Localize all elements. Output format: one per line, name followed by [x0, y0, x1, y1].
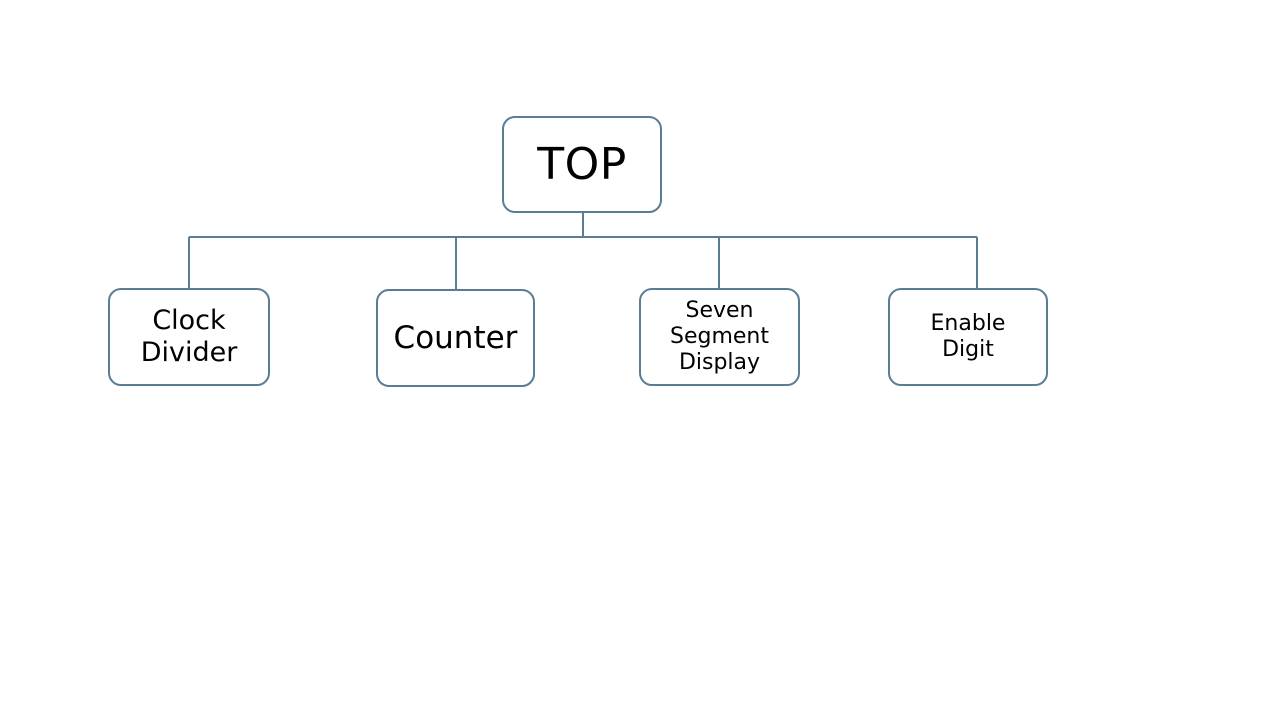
- node-clock-divider[interactable]: Clock Divider: [108, 288, 270, 386]
- node-seven-segment-display[interactable]: Seven Segment Display: [639, 288, 800, 386]
- node-top[interactable]: TOP: [502, 116, 662, 213]
- node-counter-label: Counter: [393, 319, 518, 356]
- node-seven-segment-display-label: Seven Segment Display: [670, 298, 769, 375]
- node-enable-digit[interactable]: Enable Digit: [888, 288, 1048, 386]
- node-counter[interactable]: Counter: [376, 289, 535, 387]
- node-top-label: TOP: [537, 138, 627, 190]
- node-enable-digit-label: Enable Digit: [930, 311, 1006, 362]
- node-clock-divider-label: Clock Divider: [140, 305, 238, 368]
